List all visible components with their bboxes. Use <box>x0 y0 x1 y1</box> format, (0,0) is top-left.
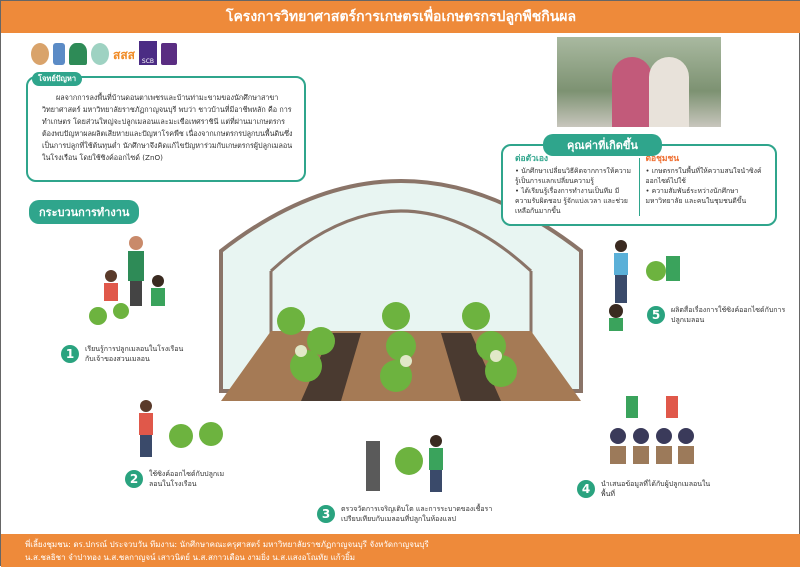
step2-illustration <box>139 400 223 457</box>
process-title: กระบวนการทำงาน <box>29 200 140 224</box>
greenhouse-illustration <box>219 179 583 401</box>
benefit-item: ได้เรียนรู้เรื่องการทำงานเป็นทีม มีความร… <box>515 186 633 216</box>
benefits-title: คุณค่าที่เกิดขึ้น <box>543 134 662 156</box>
step-text: เรียนรู้การปลูกเมลอนในโรงเรือนกับเจ้าของ… <box>85 345 184 363</box>
benefit-item: ความสัมพันธ์ระหว่างนักศึกษามหาวิทยาลัย แ… <box>646 186 764 206</box>
benefits-community: ต่อชุมชน เกษตรกรในพื้นที่ให้ความสนใจนำซิ… <box>642 154 768 220</box>
logo-icon <box>91 43 109 65</box>
step1-illustration <box>89 236 165 325</box>
process-step-2: 2 ใช้ซิงค์ออกไซด์กับปลูกเมลอนในโรงเรือน <box>125 469 234 489</box>
process-step-3: 3 ตรวจวัดการเจริญเติบโต และการระบาดของเช… <box>317 504 511 524</box>
step3-illustration <box>366 435 443 492</box>
step5-illustration <box>609 240 680 331</box>
step-text: ผลิตสื่อเรื่องการใช้ซิงค์ออกไซด์กับการปล… <box>671 306 786 324</box>
benefit-item: เกษตรกรในพื้นที่ให้ความสนใจนำซิงค์ออกไซด… <box>646 166 764 186</box>
divider <box>638 158 640 216</box>
footer-line-1: พี่เลี้ยงชุมชน: ดร.ปกรณ์ ประจวบวัน ทีมงา… <box>25 540 429 549</box>
step-number: 5 <box>647 306 665 324</box>
footer-line-2: น.ส.ชลธิชา จำปาทอง น.ส.ชลกาญจน์ เสาวนิตย… <box>25 553 356 562</box>
thaihealth-logo: สสส <box>113 48 135 62</box>
process-step-1: 1 เรียนรู้การปลูกเมลอนในโรงเรือนกับเจ้าข… <box>61 344 185 364</box>
step-text: ตรวจวัดการเจริญเติบโต และการระบาดของเชื้… <box>341 505 493 523</box>
footer-credits: พี่เลี้ยงชุมชน: ดร.ปกรณ์ ประจวบวัน ทีมงา… <box>1 534 800 567</box>
sponsor-logos: สสส SCB <box>31 41 177 65</box>
step-text: ใช้ซิงค์ออกไซด์กับปลูกเมลอนในโรงเรือน <box>149 470 225 488</box>
process-step-4: 4 นำเสนอข้อมูลที่ได้กับผู้ปลูกเมลอนในพื้… <box>577 479 721 499</box>
step4-illustration <box>610 396 694 464</box>
step-number: 4 <box>577 480 595 498</box>
benefit-item: นักศึกษาเปลี่ยนวิธีคิดจากการให้ความรู้เป… <box>515 166 633 186</box>
benefits-box: คุณค่าที่เกิดขึ้น ต่อตัวเอง นักศึกษาเปลี… <box>501 134 777 226</box>
logo-icon <box>31 43 49 65</box>
step-text: นำเสนอข้อมูลที่ได้กับผู้ปลูกเมลอนในพื้นท… <box>601 480 711 498</box>
scb-logo: SCB <box>138 41 157 65</box>
step-number: 3 <box>317 505 335 523</box>
step-number: 2 <box>125 470 143 488</box>
problem-text: ผลจากการลงพื้นที่บ้านดอนตาเพชรและบ้านท่า… <box>42 93 293 162</box>
problem-label: โจทย์ปัญหา <box>32 72 83 86</box>
benefits-self-heading: ต่อตัวเอง <box>515 154 549 164</box>
logo-icon <box>160 43 177 65</box>
process-step-5: 5 ผลิตสื่อเรื่องการใช้ซิงค์ออกไซด์กับการ… <box>647 305 786 325</box>
benefits-community-heading: ต่อชุมชน <box>645 154 680 164</box>
benefits-self: ต่อตัวเอง นักศึกษาเปลี่ยนวิธีคิดจากการให… <box>511 154 637 220</box>
poster-title: โครงการวิทยาศาสตร์การเกษตรเพื่อเกษตรกรปล… <box>1 1 800 33</box>
problem-box: โจทย์ปัญหา ผลจากการลงพื้นที่บ้านดอนตาเพช… <box>26 72 306 182</box>
step-number: 1 <box>61 345 79 363</box>
logo-icon <box>53 43 65 65</box>
students-photo <box>557 37 721 127</box>
logo-icon <box>69 43 87 65</box>
